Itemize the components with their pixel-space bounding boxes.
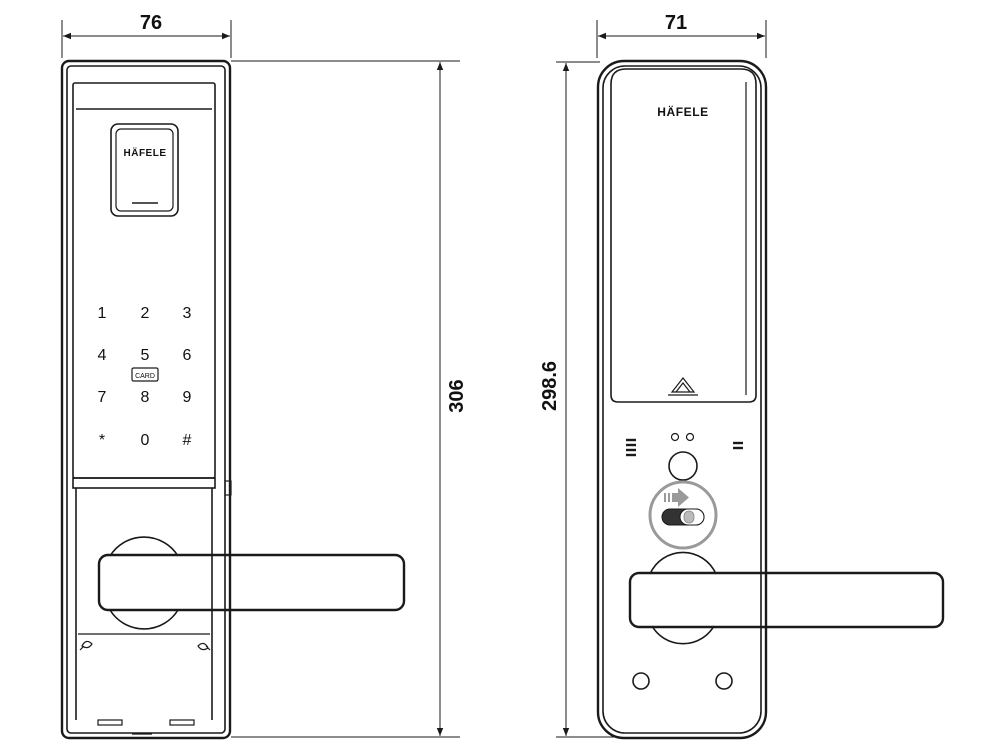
indicator-leds-icon bbox=[670, 432, 695, 442]
key-5[interactable]: 5 bbox=[141, 347, 150, 364]
card-label: CARD bbox=[135, 373, 155, 380]
key-4[interactable]: 4 bbox=[98, 347, 107, 364]
fingerprint-reader: HÄFELE bbox=[110, 123, 179, 217]
card-reader-icon: CARD bbox=[131, 367, 159, 382]
front-handle[interactable] bbox=[97, 536, 406, 630]
slide-switch-icon bbox=[661, 508, 705, 526]
key-hash[interactable]: # bbox=[183, 432, 192, 449]
rear-lock-body: HÄFELE bbox=[596, 59, 768, 740]
dimension-side-height-label: 298.6 bbox=[539, 361, 561, 411]
key-6[interactable]: 6 bbox=[183, 347, 192, 364]
rear-brand-logo: HÄFELE bbox=[657, 104, 709, 119]
rear-handle[interactable] bbox=[628, 551, 945, 645]
key-star[interactable]: * bbox=[99, 432, 105, 449]
speaker-grille-left-icon bbox=[626, 438, 636, 457]
triangle-indicator-icon bbox=[668, 377, 698, 396]
dimension-front-width: 76 bbox=[61, 12, 232, 58]
dimension-side-width: 71 bbox=[596, 12, 767, 58]
dimension-front-height: 306 bbox=[231, 60, 468, 738]
key-8[interactable]: 8 bbox=[141, 389, 150, 406]
front-brand-logo: HÄFELE bbox=[124, 146, 167, 159]
thumb-turn-button[interactable] bbox=[668, 451, 698, 481]
keypad: 1 2 3 4 5 6 7 8 9 * 0 # CARD bbox=[98, 305, 192, 449]
key-2[interactable]: 2 bbox=[141, 305, 150, 322]
mounting-holes-icon bbox=[632, 672, 733, 690]
key-9[interactable]: 9 bbox=[183, 389, 192, 406]
lock-mode-switch[interactable] bbox=[648, 480, 718, 550]
key-7[interactable]: 7 bbox=[98, 389, 107, 406]
dimension-front-width-label: 76 bbox=[140, 12, 162, 34]
dimension-side-width-label: 71 bbox=[665, 12, 687, 34]
key-3[interactable]: 3 bbox=[183, 305, 192, 322]
key-1[interactable]: 1 bbox=[98, 305, 107, 322]
dimension-front-height-label: 306 bbox=[446, 379, 468, 412]
front-lock-body bbox=[60, 59, 232, 740]
slide-arrow-icon bbox=[664, 488, 689, 507]
speaker-grille-right-icon bbox=[733, 441, 743, 450]
key-0[interactable]: 0 bbox=[141, 432, 150, 449]
dimension-side-height: 298.6 bbox=[539, 61, 620, 738]
